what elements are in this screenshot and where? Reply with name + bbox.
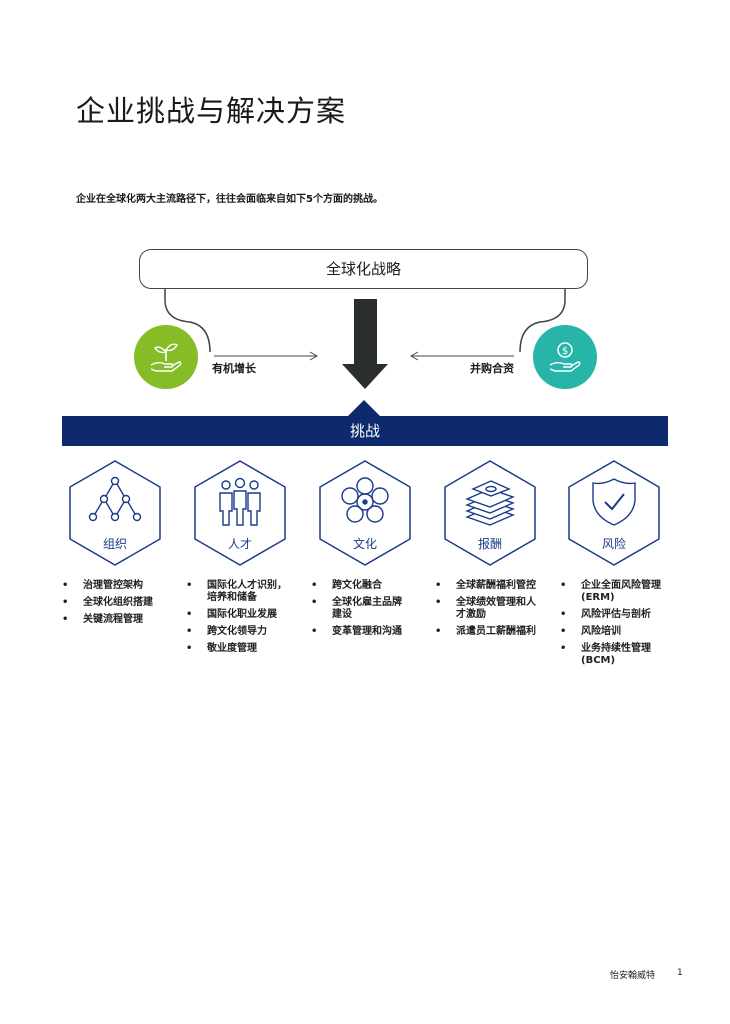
list-item: 关键流程管理	[62, 614, 182, 626]
shield-check-icon	[592, 478, 636, 526]
list-item: 全球薪酬福利管控	[435, 580, 545, 592]
hex-label-culture: 文化	[352, 537, 377, 551]
flower-icon	[341, 477, 389, 523]
list-item: 跨文化领导力	[186, 626, 296, 638]
list-item: 全球化组织搭建	[62, 597, 182, 609]
list-item: 企业全面风险管理(ERM)	[560, 580, 670, 604]
hex-talent: 人才	[193, 459, 287, 567]
strategy-diagram-lines	[164, 289, 566, 389]
merger-circle: $	[533, 325, 597, 389]
hex-risk: 风险	[567, 459, 661, 567]
list-item: 业务持续性管理(BCM)	[560, 643, 670, 667]
list-organization: 治理管控架构 全球化组织搭建 关键流程管理	[62, 580, 182, 631]
challenges-banner: 挑战	[62, 416, 668, 446]
hex-culture: 文化	[318, 459, 412, 567]
list-item: 派遣员工薪酬福利	[435, 626, 545, 638]
money-stack-icon	[465, 480, 515, 526]
intro-text: 企业在全球化两大主流路径下，往往会面临来自如下5个方面的挑战。	[76, 194, 383, 205]
list-item: 变革管理和沟通	[311, 626, 411, 638]
coin-hand-icon: $	[549, 342, 581, 372]
list-item: 敬业度管理	[186, 643, 296, 655]
hex-label-risk: 风险	[601, 537, 626, 551]
hex-label-reward: 报酬	[477, 537, 502, 551]
list-talent: 国际化人才识别，培养和储备 国际化职业发展 跨文化领导力 敬业度管理	[186, 580, 296, 660]
org-chart-icon	[88, 476, 142, 522]
list-item: 全球绩效管理和人才激励	[435, 597, 545, 621]
organic-growth-label: 有机增长	[212, 362, 256, 375]
page-number: 1	[677, 968, 683, 978]
list-reward: 全球薪酬福利管控 全球绩效管理和人才激励 派遣员工薪酬福利	[435, 580, 545, 643]
merger-label: 并购合资	[470, 362, 514, 375]
plant-hand-icon	[150, 343, 182, 372]
list-item: 风险培训	[560, 626, 670, 638]
page-title: 企业挑战与解决方案	[76, 94, 347, 128]
list-item: 国际化职业发展	[186, 609, 296, 621]
hex-label-organization: 组织	[102, 537, 127, 551]
hex-organization: 组织	[68, 459, 162, 567]
list-culture: 跨文化融合 全球化雇主品牌建设 变革管理和沟通	[311, 580, 411, 643]
hex-reward: 报酬	[443, 459, 537, 567]
strategy-box: 全球化战略	[139, 249, 588, 289]
organic-growth-circle	[134, 325, 198, 389]
svg-text:$: $	[562, 346, 568, 357]
hex-label-talent: 人才	[227, 537, 252, 551]
list-risk: 企业全面风险管理(ERM) 风险评估与剖析 风险培训 业务持续性管理(BCM)	[560, 580, 670, 672]
people-icon	[219, 477, 261, 526]
banner-notch	[347, 400, 381, 417]
footer-company: 怡安翰威特	[610, 971, 656, 981]
list-item: 治理管控架构	[62, 580, 182, 592]
list-item: 风险评估与剖析	[560, 609, 670, 621]
list-item: 全球化雇主品牌建设	[311, 597, 411, 621]
list-item: 跨文化融合	[311, 580, 411, 592]
list-item: 国际化人才识别，培养和储备	[186, 580, 296, 604]
